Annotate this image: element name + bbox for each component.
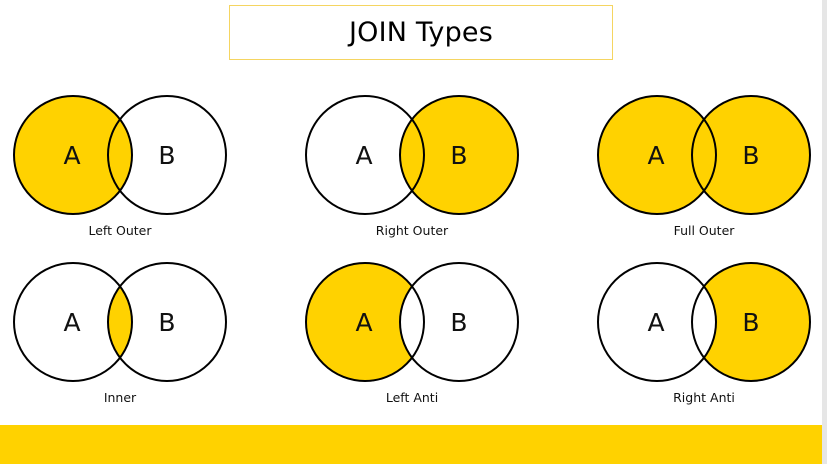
venn-right-anti: A B Right Anti — [597, 262, 811, 405]
venn-inner: A B Inner — [13, 262, 227, 405]
circle-a — [305, 262, 425, 382]
caption-inner: Inner — [104, 390, 137, 405]
circle-b — [107, 95, 227, 215]
set-label-a: A — [63, 141, 80, 170]
region-both — [108, 286, 132, 358]
set-label-a: A — [355, 141, 372, 170]
circle-b — [399, 95, 519, 215]
set-label-b: B — [158, 141, 175, 170]
title-box: JOIN Types — [229, 5, 613, 60]
caption-right-outer: Right Outer — [376, 223, 449, 238]
circle-a — [13, 95, 133, 215]
set-label-a: A — [647, 308, 664, 337]
region-b-only — [704, 263, 810, 381]
venn-full-outer: A B Full Outer — [597, 95, 811, 238]
region-b-only — [412, 96, 518, 215]
venn-left-anti: A B Left Anti — [305, 262, 519, 405]
set-label-b: B — [742, 141, 759, 170]
region-both — [399, 119, 424, 191]
circle-b — [691, 95, 811, 215]
circle-b — [399, 262, 519, 382]
set-label-a: A — [647, 141, 664, 170]
slide-edge — [822, 0, 827, 464]
region-a-only — [305, 263, 412, 381]
set-label-b: B — [742, 308, 759, 337]
set-label-b: B — [450, 141, 467, 170]
caption-full-outer: Full Outer — [674, 223, 736, 238]
region-b-only — [704, 96, 810, 215]
caption-left-outer: Left Outer — [89, 223, 153, 238]
page-title: JOIN Types — [348, 17, 494, 48]
set-label-b: B — [450, 308, 467, 337]
footer-bar — [0, 425, 822, 464]
caption-left-anti: Left Anti — [386, 390, 438, 405]
circle-a — [597, 262, 717, 382]
circle-b — [691, 262, 811, 382]
set-label-b: B — [158, 308, 175, 337]
region-a-only — [14, 96, 121, 214]
circle-b — [107, 262, 227, 382]
circle-a — [305, 95, 425, 215]
venn-left-outer: A B Left Outer — [13, 95, 227, 238]
region-both — [692, 119, 716, 191]
circle-a — [597, 95, 717, 215]
set-label-a: A — [63, 308, 80, 337]
venn-right-outer: A B Right Outer — [305, 95, 519, 238]
region-a-only — [598, 96, 704, 215]
circle-a — [13, 262, 133, 382]
region-both — [107, 119, 132, 191]
set-label-a: A — [355, 308, 372, 337]
caption-right-anti: Right Anti — [673, 390, 735, 405]
